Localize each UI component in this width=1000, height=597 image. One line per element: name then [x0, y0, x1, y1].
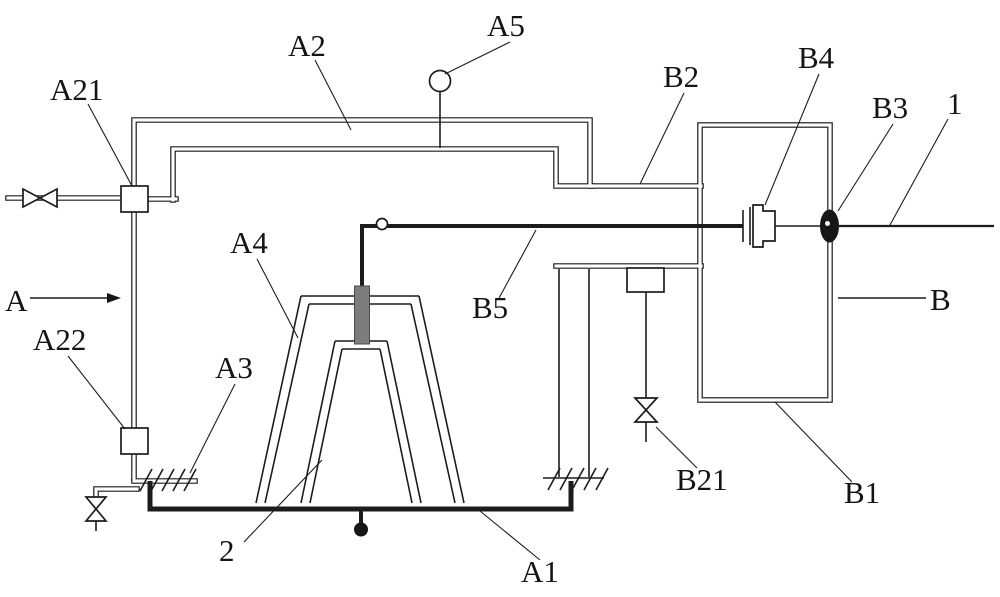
hatch-line [559, 467, 573, 491]
label-a22: A22 [33, 322, 86, 357]
details-group [22, 69, 994, 537]
nozzle-b3-icon [820, 209, 839, 243]
flange-hatch-left [139, 468, 197, 492]
label-a3: A3 [215, 350, 253, 385]
leader-b4 [764, 73, 820, 206]
drain-dot [354, 522, 368, 537]
b21-valve-icon [633, 397, 659, 442]
hatch-line [571, 467, 585, 491]
leader-lines-group [67, 41, 949, 561]
label-2: 2 [219, 533, 235, 568]
cone-inner-2 [300, 340, 422, 504]
hatch-line [161, 468, 175, 492]
fitting-a22 [120, 427, 149, 455]
label-a21: A21 [50, 72, 103, 107]
label-a5: A5 [487, 8, 525, 43]
label-a: A [5, 283, 28, 318]
flange-hatch-right [547, 467, 609, 491]
label-b: B [930, 282, 951, 317]
hatch-line [172, 468, 186, 492]
drain-valve-icon [84, 496, 108, 531]
label-b2: B2 [663, 59, 699, 94]
leader-a4 [256, 258, 299, 339]
leader-a2 [314, 59, 352, 131]
right-loop-pipe-core [698, 123, 832, 402]
leader-b2 [639, 92, 685, 185]
label-a1: A1 [521, 554, 559, 589]
labels-group: A21 A2 A5 B2 B4 B3 1 A A22 A4 A3 B5 B 2 … [5, 8, 963, 589]
right-loop-pipe [697, 122, 833, 403]
label-1: 1 [947, 86, 963, 121]
leader-2 [243, 459, 323, 543]
inlet-valve-icon [22, 187, 58, 209]
regulator-b4-icon [752, 204, 776, 248]
label-b1: B1 [844, 475, 880, 510]
leader-a21 [87, 103, 133, 187]
leader-1 [889, 118, 949, 226]
hatch-line [139, 468, 153, 492]
leader-b1 [774, 401, 853, 483]
leader-b21 [655, 426, 698, 469]
a-side-loop-pipe-core [132, 118, 703, 480]
label-b5: B5 [472, 290, 508, 325]
b5-elbow-fitting-icon [375, 217, 389, 231]
label-b3: B3 [872, 90, 908, 125]
label-a4: A4 [230, 225, 268, 260]
leader-b5 [497, 229, 537, 301]
inner-top-pipe-core [171, 147, 594, 202]
nozzle-b3-center-dot [825, 221, 830, 226]
valve-triangle [633, 408, 659, 423]
leader-a5 [444, 41, 511, 75]
hatch-line [595, 467, 609, 491]
pipes-white-group [6, 118, 832, 502]
leader-a3 [189, 383, 236, 474]
leader-a22 [67, 355, 126, 430]
bottom-pipe-a1 [147, 481, 574, 512]
cone-inner-2-inner-line [309, 348, 413, 504]
label-a2: A2 [288, 28, 326, 63]
pressure-gauge-icon [428, 69, 452, 93]
hatch-line [183, 468, 197, 492]
hatch-line [547, 467, 561, 491]
arrow-a-head [107, 293, 121, 303]
fitting-b21 [626, 267, 665, 293]
leader-b3 [837, 123, 894, 212]
hatch-line [150, 468, 164, 492]
valve-triangle [84, 496, 108, 511]
b5-line [360, 224, 743, 292]
fitting-a21 [120, 185, 149, 213]
valve-triangle [633, 397, 659, 412]
inner-top-pipe [170, 146, 595, 203]
electrode-stem [354, 285, 370, 345]
label-b21: B21 [676, 462, 728, 497]
valve-triangle [22, 187, 42, 209]
hatch-line [583, 467, 597, 491]
leader-a1 [479, 510, 541, 561]
valve-triangle [84, 507, 108, 522]
label-b4: B4 [798, 40, 835, 75]
a-side-loop-pipe [131, 117, 704, 481]
valve-triangle [38, 187, 58, 209]
